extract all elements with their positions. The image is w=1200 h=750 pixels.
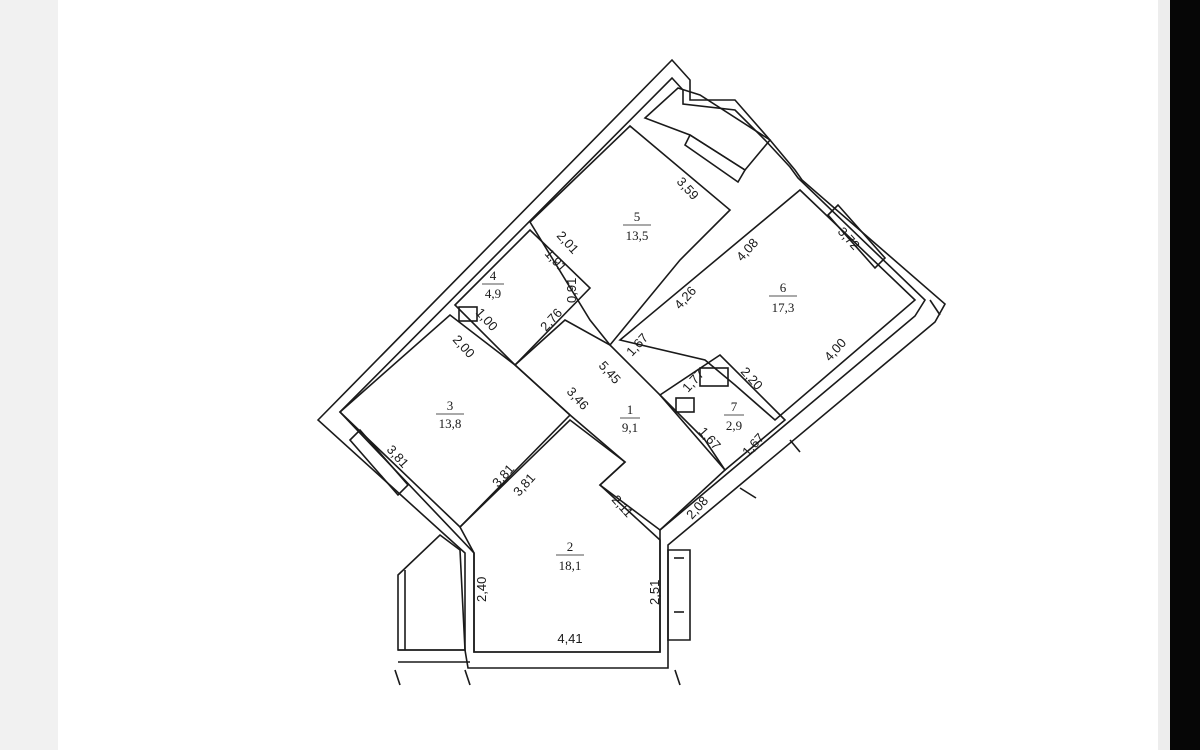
balcony-top: [643, 87, 772, 172]
room-label-6: 6 17,3: [769, 280, 797, 315]
dim-label: 1,67: [696, 424, 724, 453]
room-label-2: 2 18,1: [556, 539, 584, 573]
outer-wall: [316, 58, 947, 669]
room-area: 13,8: [439, 416, 462, 431]
balcony-bottom-left: [397, 533, 466, 651]
window-room-3: [348, 428, 410, 497]
room-number: 7: [731, 399, 738, 414]
dim-label: 3,46: [564, 384, 592, 413]
dim-label: 4,41: [557, 631, 582, 646]
room-5-walls: [528, 124, 732, 347]
dimension-labels: 3,59 2,01 1,91 0,91 4,08 3,72 4,26 1,00 …: [384, 174, 863, 646]
dim-label: 0,91: [564, 278, 579, 303]
room-6-walls: [618, 188, 917, 422]
room-area: 4,9: [485, 286, 501, 301]
room-number: 1: [627, 402, 634, 417]
sink-room-4: [458, 306, 478, 322]
outer-wall-inner: [338, 76, 927, 653]
right-margin: [1158, 0, 1170, 750]
room-number: 2: [567, 539, 574, 554]
room-2-walls: [459, 418, 661, 653]
room-area: 17,3: [772, 300, 795, 315]
dim-label: 5,45: [596, 358, 624, 387]
room-number: 4: [490, 268, 497, 283]
dim-label: 3,59: [674, 174, 702, 203]
balcony-top-window: [683, 133, 747, 184]
room-label-3: 3 13,8: [436, 398, 464, 431]
room-number: 3: [447, 398, 454, 413]
room-number: 6: [780, 280, 787, 295]
left-margin: [0, 0, 58, 750]
dim-label: 1,77: [679, 366, 707, 395]
window-room-2: [667, 549, 691, 641]
room-label-4: 4 4,9: [482, 268, 504, 301]
dim-label: 3,81: [384, 442, 412, 471]
right-dark-border: [1170, 0, 1200, 750]
room-area: 13,5: [626, 228, 649, 243]
room-4-walls: [453, 228, 592, 367]
window-room-6: [826, 203, 887, 270]
room-number: 5: [634, 209, 641, 224]
dim-label: 2,20: [738, 364, 766, 393]
dim-label: 2,76: [537, 305, 565, 334]
room-label-7: 7 2,9: [724, 399, 744, 433]
dim-label: 2,40: [474, 577, 489, 602]
room-area: 2,9: [726, 418, 742, 433]
dim-label: 4,26: [671, 283, 699, 312]
sink-room-7: [675, 397, 695, 413]
room-label-5: 5 13,5: [623, 209, 651, 243]
dim-label: 4,08: [733, 235, 761, 264]
room-area: 9,1: [622, 420, 638, 435]
dim-label: 2,08: [683, 493, 711, 522]
dim-label: 2,51: [647, 580, 662, 605]
dim-label: 2,00: [450, 332, 478, 361]
room-1-walls: [513, 319, 727, 532]
room-area: 18,1: [559, 558, 582, 573]
bath-room-7: [699, 367, 729, 387]
room-label-1: 1 9,1: [620, 402, 640, 435]
